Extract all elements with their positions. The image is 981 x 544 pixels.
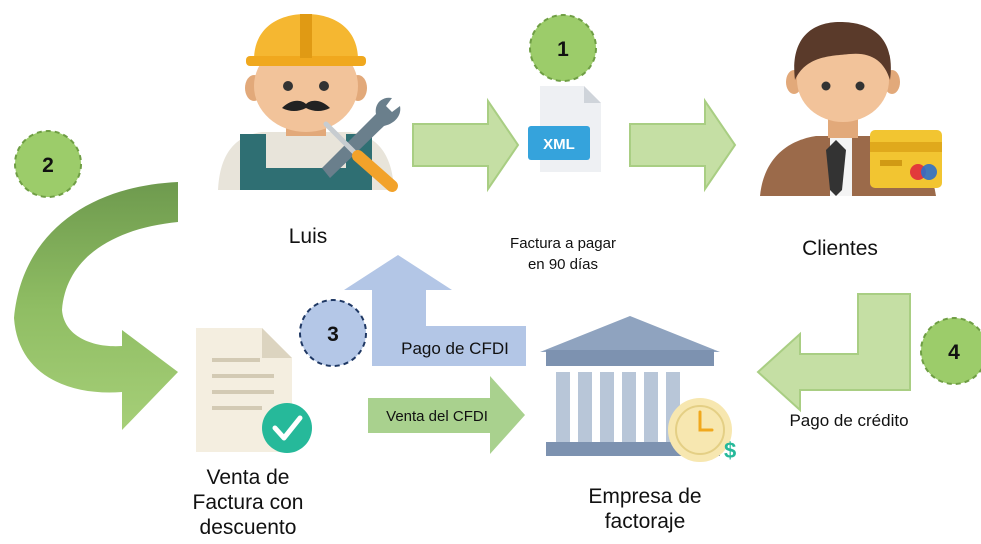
sale-label: Venta de Factura con descuento — [168, 465, 328, 540]
invoice-caption-line-1: Factura a pagar — [510, 235, 616, 252]
invoice-caption: Factura a pagar en 90 días — [478, 233, 648, 275]
worker-luis-icon — [218, 14, 401, 192]
xml-document-icon: XML — [528, 86, 601, 172]
step-2-marker: 2 — [14, 130, 82, 198]
factoring-label-line-1: Empresa de — [588, 485, 702, 508]
arrow-invoice-to-clients — [629, 97, 737, 193]
arrow-sale-cfdi — [368, 376, 525, 454]
step-1-marker: 1 — [529, 14, 597, 82]
luis-label: Luis — [288, 225, 328, 248]
invoice-caption-line-2: en 90 días — [527, 256, 599, 273]
xml-badge-text: XML — [543, 136, 575, 153]
credit-payment-label: Pago de crédito — [789, 411, 909, 430]
client-icon — [760, 22, 942, 196]
bank-building-icon: $ — [540, 316, 736, 463]
discount-invoice-icon — [196, 328, 312, 453]
step-4-number: 4 — [948, 341, 960, 364]
factoring-label-line-2: factoraje — [604, 510, 686, 533]
arrow-credit-payment — [756, 293, 911, 413]
arrow-luis-to-invoice — [412, 97, 520, 193]
step-3-number: 3 — [327, 323, 339, 346]
clients-label: Clientes — [802, 237, 878, 260]
sale-label-line-3: descuento — [199, 516, 297, 539]
step-4-marker: 4 — [920, 317, 981, 385]
step-2-number: 2 — [42, 154, 54, 177]
step-1-number: 1 — [557, 38, 569, 61]
arrow-payment-cfdi — [344, 255, 526, 366]
step-3-marker: 3 — [299, 299, 367, 367]
payment-cfdi-label: Pago de CFDI — [401, 339, 509, 358]
sale-cfdi-label: Venta del CFDI — [386, 408, 488, 425]
factoring-label: Empresa de factoraje — [565, 484, 725, 534]
sale-label-line-2: Factura con — [192, 491, 304, 514]
sale-label-line-1: Venta de — [206, 466, 290, 489]
curved-arrow-sale — [14, 182, 178, 430]
dollar-sign-icon: $ — [724, 438, 736, 463]
